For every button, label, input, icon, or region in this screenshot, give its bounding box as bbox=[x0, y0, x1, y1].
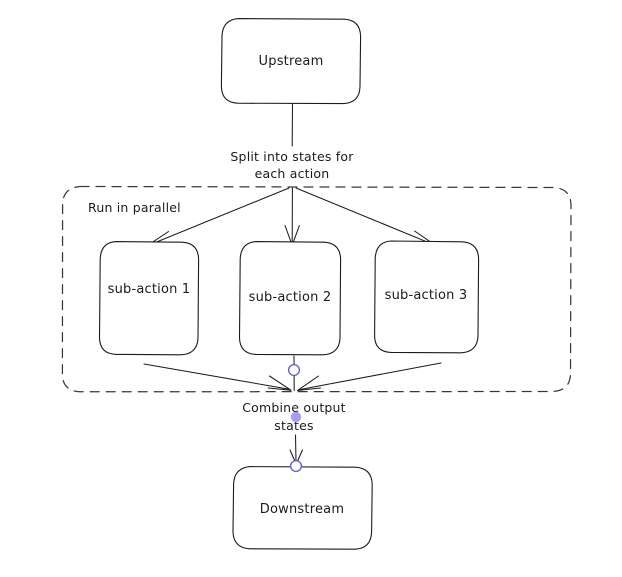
node-upstream[interactable]: Upstream bbox=[220, 18, 362, 105]
sub-action-1-box bbox=[98, 241, 200, 356]
split-label-line-1: Split into states for bbox=[230, 149, 354, 164]
edge-sub-action-3-to-join-line bbox=[299, 362, 442, 391]
edge-split-to-sub-action-2[interactable] bbox=[284, 187, 300, 246]
edge-split-to-sub-action-1-line bbox=[149, 187, 290, 246]
edge-sub-action-1-to-join-line bbox=[143, 363, 289, 390]
edge-sub-action-3-to-join-arrowhead bbox=[296, 375, 322, 392]
split-label-line-2: each action bbox=[255, 166, 330, 181]
edge-label-split: Split into states for each action bbox=[230, 149, 354, 181]
upstream-box bbox=[220, 18, 362, 105]
edge-sub-action-3-to-join[interactable] bbox=[296, 362, 442, 392]
sub-action-2-box bbox=[238, 241, 342, 356]
sub-action-1-label: sub-action 1 bbox=[108, 282, 191, 297]
edge-sub-action-1-to-join[interactable] bbox=[143, 363, 292, 391]
edge-split-to-sub-action-1[interactable] bbox=[146, 187, 290, 247]
fan-in-junction-ring[interactable] bbox=[287, 363, 301, 377]
edge-split-to-sub-action-3-line bbox=[295, 187, 434, 245]
combine-label-line-1: Combine output bbox=[242, 400, 346, 415]
sub-action-3-box bbox=[374, 240, 480, 354]
group-parallel-container[interactable]: Run in parallel bbox=[61, 185, 572, 393]
downstream-junction-ring[interactable] bbox=[289, 459, 303, 473]
node-sub-action-1[interactable]: sub-action 1 bbox=[98, 241, 200, 356]
downstream-box bbox=[232, 466, 373, 550]
edge-split-to-sub-action-3[interactable] bbox=[295, 187, 437, 246]
node-sub-action-3[interactable]: sub-action 3 bbox=[374, 240, 480, 354]
upstream-label: Upstream bbox=[259, 54, 324, 69]
sub-action-2-label: sub-action 2 bbox=[249, 290, 332, 305]
combine-junction-dot[interactable] bbox=[290, 411, 302, 423]
sub-action-3-label: sub-action 3 bbox=[385, 288, 468, 303]
edge-join-to-downstream-line bbox=[294, 434, 297, 463]
edge-join-to-downstream[interactable] bbox=[289, 434, 304, 465]
edge-sub-action-1-to-join-arrowhead bbox=[267, 375, 292, 391]
combine-label-line-2: states bbox=[274, 418, 313, 433]
edge-label-combine: Combine output states bbox=[242, 400, 346, 433]
downstream-label: Downstream bbox=[260, 502, 344, 517]
node-sub-action-2[interactable]: sub-action 2 bbox=[238, 241, 342, 356]
group-label-run-in-parallel: Run in parallel bbox=[88, 200, 181, 215]
node-downstream[interactable]: Downstream bbox=[232, 466, 373, 550]
